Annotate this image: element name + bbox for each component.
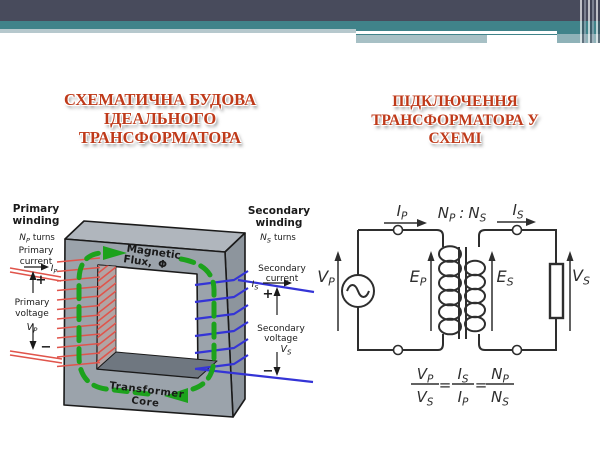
circuit-es-label: ES [496,267,513,289]
flux-label: Magnetic Flux,Φ [123,243,182,272]
ip-label: IP [51,264,58,276]
right-title-line3: СХЕМІ [428,130,482,147]
circuit-is-label: IS [512,201,523,222]
flux-label-line2: Flux,Φ [123,253,168,271]
circuit-ip-label: IP [397,202,408,223]
eq-frac2-num: IS [457,365,468,386]
primary-voltage-arrowhead-down [29,341,37,350]
eq-frac3-den: NS [491,388,509,409]
eq-sign-1: = [439,376,452,394]
primary-lead-top [9,267,62,278]
circuit-current-arrows [384,218,536,227]
primary-voltage-label-2: voltage [15,309,49,319]
secondary-plus: + [263,287,274,302]
right-title-line2: ТРАНСФОРМАТОРА У [371,111,539,129]
secondary-voltage-arrowhead-up [273,287,281,296]
header-teal-bar [0,21,600,29]
circuit-wires [341,224,565,356]
header-step-white-line [356,31,557,34]
left-title-line2: ІДЕАЛЬНОГО [103,109,217,128]
secondary-voltage-arrowhead-down [273,367,281,376]
secondary-lead-bottom [196,367,314,384]
transformer-circuit-diagram: IP NP:NS IS VP EP ES VS VP VS = IS IP = … [317,201,590,409]
eq-sign-2: = [475,376,488,394]
secondary-winding-label-2: winding [256,217,303,229]
transformer-equation: VP VS = IS IP = NP NS [411,365,514,409]
theme-header [0,0,600,45]
vp-label: VP [27,322,39,335]
header-dark-bar [0,0,600,21]
secondary-lead-top [237,278,315,294]
secondary-minus: − [263,364,274,379]
secondary-current-label-2: current [266,274,299,284]
left-title-line1: СХЕМАТИЧНА БУДОВА [63,90,257,109]
header-light-band [0,29,356,33]
secondary-coil [464,259,486,333]
secondary-voltage-label-2: voltage [264,334,298,344]
primary-plus: + [36,273,47,288]
is-label: IS [252,280,259,292]
primary-voltage-arrowhead-up [29,271,37,280]
core-inner-bottom [96,351,218,379]
eq-frac2-den: IP [458,388,469,409]
right-title-line1: ПІДКЛЮЧЕННЯ [392,93,518,110]
eq-frac1-num: VP [417,365,434,386]
primary-coil [438,245,462,336]
primary-current-label-1: Primary [19,246,54,256]
header-corner-stripes [578,0,600,43]
load-resistor [548,262,565,320]
left-title: СХЕМАТИЧНА БУДОВА ІДЕАЛЬНОГО ТРАНСФОРМАТ… [30,90,290,147]
primary-lead-bottom [9,350,63,360]
primary-winding-label-1: Primary [13,203,60,215]
secondary-winding-label-1: Secondary [248,205,310,217]
wire-nodes [392,224,523,356]
secondary-voltage-label-1: Secondary [257,324,305,334]
transformer-core-diagram: Magnetic Flux,Φ Transformer Core Primary… [9,203,315,418]
header-step-light [356,35,487,43]
core-label-line2: Core [131,395,160,409]
primary-winding-label-2: winding [13,215,60,227]
circuit-voltage-arrowheads [334,251,574,261]
circuit-voltage-arrows [337,259,571,331]
primary-minus: − [41,340,52,355]
circuit-labels: IP NP:NS IS VP EP ES VS [317,201,590,289]
secondary-current-arrowhead [284,279,292,287]
magnetic-flux-loop: Magnetic Flux,Φ [76,243,217,403]
eq-frac1-den: VS [417,388,434,409]
flux-arrow-top [103,246,127,260]
circuit-vs-label: VS [572,266,590,288]
secondary-current-label-1: Secondary [258,264,306,274]
primary-current-arrowhead [41,263,49,271]
ac-sine-icon [346,284,370,298]
eq-frac3-num: NP [491,365,509,386]
primary-current-label-2: current [20,257,53,267]
turns-ratio-label: NP:NS [438,204,487,225]
secondary-winding-wires [194,270,315,384]
flux-arrow-bottom [164,388,188,403]
right-title: ПІДКЛЮЧЕННЯ ТРАНСФОРМАТОРА У СХЕМІ [352,93,558,149]
vs-label: VS [281,344,293,357]
primary-voltage-label-1: Primary [15,298,50,308]
circuit-ep-label: EP [410,267,427,289]
left-title-line3: ТРАНСФОРМАТОРА [78,128,242,147]
circuit-vp-label: VP [317,267,335,289]
